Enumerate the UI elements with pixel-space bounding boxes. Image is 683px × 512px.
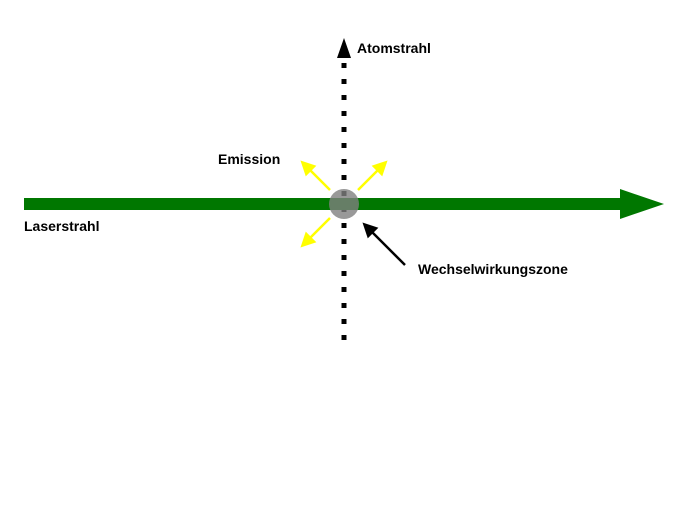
atom-beam — [337, 38, 351, 340]
atom-beam-arrowhead — [337, 38, 351, 58]
interaction-zone — [329, 189, 359, 219]
laser-beam-arrowhead — [620, 189, 664, 219]
laser-beam-label: Laserstrahl — [24, 218, 100, 234]
emission-arrows — [300, 160, 388, 248]
zone-pointer-arrow — [362, 222, 406, 266]
atom-beam-label: Atomstrahl — [357, 40, 431, 56]
emission-label: Emission — [218, 151, 281, 167]
interaction-zone-label: Wechselwirkungszone — [418, 261, 568, 277]
laser-beam — [24, 189, 664, 219]
